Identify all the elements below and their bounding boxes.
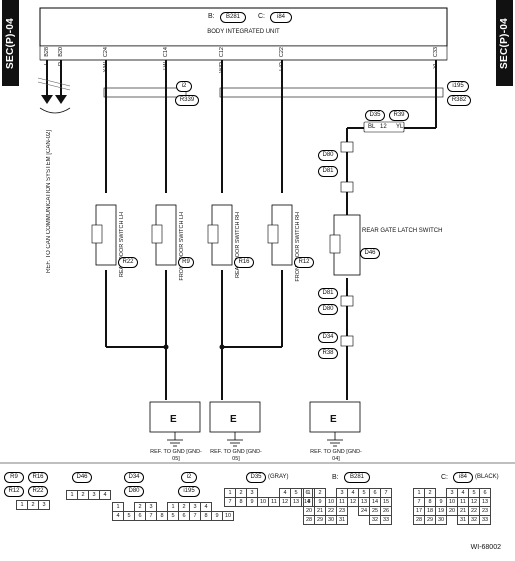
connector-d35: D35 — [365, 110, 385, 121]
switch-id-r12: R12 — [294, 257, 314, 268]
switch-label-front-door-rh: FRONT DOOR SWITCH RH — [295, 212, 301, 282]
legend-r16: R16 — [28, 472, 48, 483]
ground-e-2: E — [230, 414, 237, 425]
diagram-code: WI-68002 — [470, 544, 501, 551]
connector-d81-lower: D81 — [318, 288, 338, 299]
wire-color-yl: YL — [433, 62, 439, 69]
wire-yl: YL — [396, 124, 404, 130]
switch-id-r9: R9 — [178, 257, 194, 268]
connector-d81: D81 — [318, 166, 338, 177]
legend-d35: D35 — [246, 472, 266, 483]
can-reference: REF. TO CAN COMMUNICATION SYSTEM [CAN-02… — [46, 130, 52, 274]
ground-e-3: E — [330, 414, 337, 425]
legend-c-prefix: C: — [441, 474, 448, 481]
ground-e-1: E — [170, 414, 177, 425]
legend-d35-note: (GRAY) — [268, 474, 289, 480]
body-integrated-unit-title: BODY INTEGRATED UNIT — [207, 29, 280, 35]
connector-i2: i2 — [176, 81, 192, 92]
switch-id-r22: R22 — [118, 257, 138, 268]
switch-label-front-door-lh: FRONT DOOR SWITCH LH — [179, 212, 185, 281]
wire-color-r: R — [58, 62, 64, 66]
legend-d34: D34 — [124, 472, 144, 483]
legend-b281: B281 — [344, 472, 370, 483]
connector-d80: D80 — [318, 150, 338, 161]
connector-i195-bar — [219, 87, 444, 98]
wire-color-wr: W/R — [219, 62, 225, 73]
wire-12: 12 — [380, 124, 387, 130]
wire-color-l: L — [44, 62, 50, 66]
pin-b28: B28 — [44, 47, 50, 57]
legend-r22: R22 — [28, 486, 48, 497]
legend-b-prefix: B: — [332, 474, 339, 481]
connector-d34: D34 — [318, 332, 338, 343]
connector-r38: R38 — [318, 348, 338, 359]
wire-bl: BL — [368, 124, 376, 130]
unit-conn-b: B281 — [220, 12, 246, 23]
switch-id-r16: R16 — [234, 257, 254, 268]
connector-d80-lower: D80 — [318, 304, 338, 315]
legend-i84: i84 — [453, 472, 473, 483]
ground-ref-2: REF. TO GND [GND-05] — [210, 449, 262, 462]
rear-gate-id: D46 — [360, 248, 380, 259]
wire-color-lw: LW — [163, 62, 169, 70]
pin-c14: C14 — [163, 47, 169, 58]
connector-r339: R339 — [175, 95, 199, 106]
unit-conn-c-prefix: C: — [258, 13, 265, 20]
pin-c12: C12 — [219, 47, 225, 58]
connector-i195: i195 — [447, 81, 469, 92]
legend-i195: i195 — [178, 486, 200, 497]
legend-i2: i2 — [181, 472, 197, 483]
ground-ref-3: REF. TO GND [GND-04] — [310, 449, 362, 462]
legend-r9: R9 — [4, 472, 24, 483]
rear-gate-label: REAR GATE LATCH SWITCH — [362, 228, 443, 234]
legend-i84-note: (BLACK) — [475, 474, 499, 480]
pin-c22: C22 — [279, 47, 285, 58]
connector-i2-bar — [103, 87, 187, 98]
pin-b20: B20 — [58, 47, 64, 57]
pin-c33: C33 — [433, 47, 439, 58]
wire-color-yw: Y/W — [103, 62, 109, 73]
ground-ref-1: REF. TO GND [GND-05] — [150, 449, 202, 462]
wire-color-lo: L/O — [279, 62, 285, 71]
pin-c24: C24 — [103, 47, 109, 58]
connector-r382: R382 — [447, 95, 471, 106]
connector-r39: R39 — [389, 110, 409, 121]
legend-d46: D46 — [72, 472, 92, 483]
legend-d80: D80 — [124, 486, 144, 497]
unit-conn-b-prefix: B: — [208, 13, 215, 20]
unit-conn-c: i84 — [270, 12, 292, 23]
legend-r12: R12 — [4, 486, 24, 497]
switch-label-rear-door-rh: REAR DOOR SWITCH RH — [235, 212, 241, 278]
